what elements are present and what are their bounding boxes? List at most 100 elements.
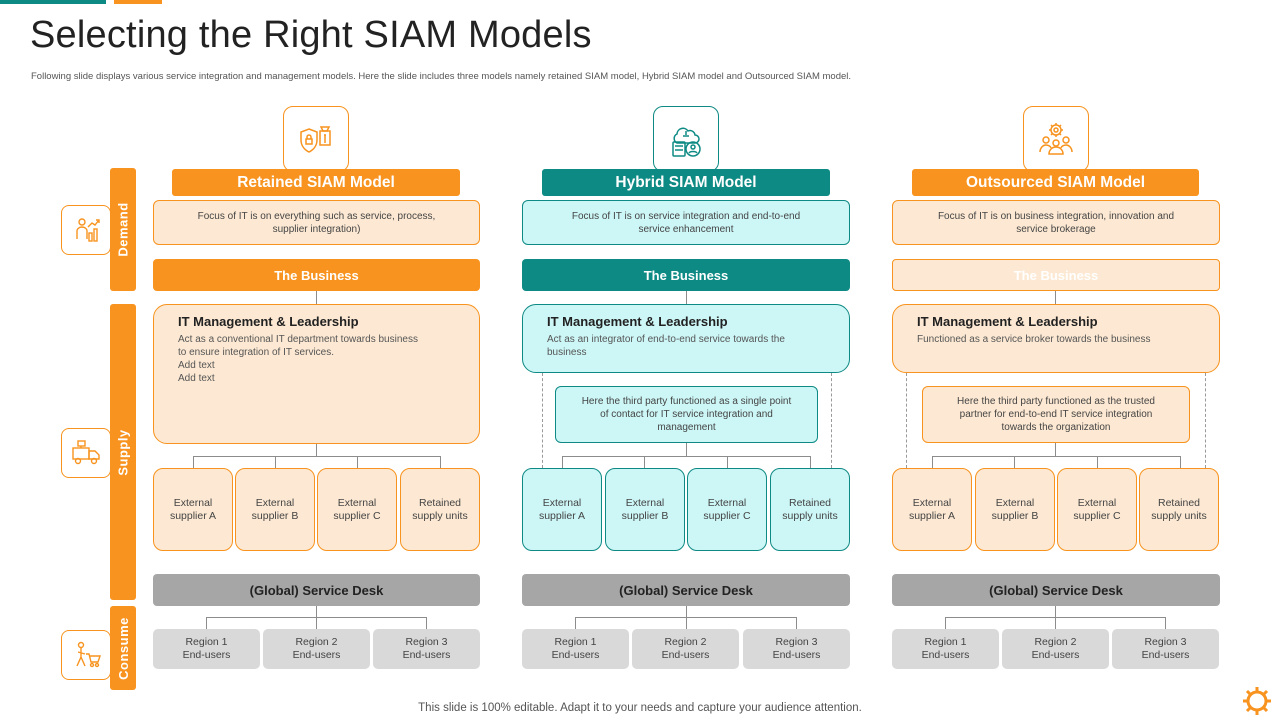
supplier-box: External supplier C [317,468,397,551]
third-party-box: Here the third party functioned as the t… [922,386,1190,443]
region-name: Region 1 [924,636,967,648]
model-title: Outsourced SIAM Model [912,169,1199,196]
it-management-box: IT Management & Leadership Act as a conv… [153,304,480,444]
it-management-text: Act as an integrator of end-to-end servi… [547,334,785,345]
cloud-server-icon [653,106,719,172]
supplier-box: External supplier C [687,468,767,551]
region-users: End-users [292,649,341,661]
connector-line [316,617,317,629]
supplier-box: External supplier A [522,468,602,551]
connector-line [1165,617,1166,629]
connector-line [193,456,194,468]
connector-line [1180,456,1181,468]
connector-line [193,456,440,457]
connector-line [686,606,687,617]
connector-line [1055,606,1056,617]
consume-label: Consume [115,616,131,680]
connector-line [644,456,645,468]
service-desk-bar: (Global) Service Desk [892,574,1220,606]
connector-line [1055,617,1056,629]
connector-line [686,443,687,456]
connector-line [1097,456,1098,468]
connector-line [426,617,427,629]
connector-line [316,606,317,617]
dashed-line [542,373,543,468]
region-users: End-users [772,649,821,661]
supplier-box: Retained supply units [400,468,480,551]
connector-line [686,617,687,629]
delivery-truck-icon [61,428,111,478]
connector-line [796,617,797,629]
dashed-line [906,373,907,468]
it-management-text: business [547,347,587,358]
connector-line [316,291,317,304]
region-users: End-users [1031,649,1080,661]
connector-line [316,444,317,456]
service-desk-bar: (Global) Service Desk [153,574,480,606]
business-bar: The Business [522,259,850,291]
business-bar: The Business [153,259,480,291]
supplier-box: External supplier B [605,468,685,551]
connector-line [932,456,933,468]
business-bar: The Business [892,259,1220,291]
it-management-text: Act as a conventional IT department towa… [178,334,418,345]
region-name: Region 3 [775,636,818,648]
focus-box: Focus of IT is on everything such as ser… [153,200,480,245]
region-name: Region 3 [405,636,448,648]
demand-label: Demand [115,202,131,257]
connector-line [275,456,276,468]
connector-line [727,456,728,468]
dashed-line [831,373,832,468]
model-title: Hybrid SIAM Model [542,169,830,196]
page-title: Selecting the Right SIAM Models [30,14,592,56]
it-management-title: IT Management & Leadership [178,314,359,329]
supply-bar: Supply [110,304,136,600]
connector-line [440,456,441,468]
region-users: End-users [182,649,231,661]
connector-line [562,456,810,457]
connector-line [206,617,207,629]
it-management-title: IT Management & Leadership [917,314,1098,329]
page-subtitle: Following slide displays various service… [31,71,852,82]
focus-box: Focus of IT is on business integration, … [892,200,1220,245]
growth-person-icon [61,205,111,255]
it-management-text: Add text [178,360,215,371]
connector-line [932,456,1180,457]
region-name: Region 1 [554,636,597,648]
dashed-line [1205,373,1206,468]
region-users: End-users [402,649,451,661]
connector-line [357,456,358,468]
it-management-text: to ensure integration of IT services. [178,347,335,358]
third-party-box: Here the third party functioned as a sin… [555,386,818,443]
shield-lock-icon [283,106,349,172]
region-name: Region 2 [1034,636,1077,648]
supplier-box: External supplier A [153,468,233,551]
it-management-title: IT Management & Leadership [547,314,728,329]
connector-line [1055,291,1056,304]
region-users: End-users [1141,649,1190,661]
supplier-box: External supplier A [892,468,972,551]
shopper-cart-icon [61,630,111,680]
connector-line [575,617,576,629]
connector-line [575,617,796,618]
connector-line [562,456,563,468]
top-accent-orange [114,0,162,4]
footer-note: This slide is 100% editable. Adapt it to… [418,702,862,714]
model-title: Retained SIAM Model [172,169,460,196]
region-name: Region 2 [664,636,707,648]
demand-bar: Demand [110,168,136,291]
supplier-box: Retained supply units [1139,468,1219,551]
service-desk-bar: (Global) Service Desk [522,574,850,606]
region-users: End-users [661,649,710,661]
it-management-text: Add text [178,373,215,384]
it-management-text: Functioned as a service broker towards t… [917,334,1151,345]
connector-line [1014,456,1015,468]
gear-icon [1243,687,1271,715]
connector-line [945,617,946,629]
